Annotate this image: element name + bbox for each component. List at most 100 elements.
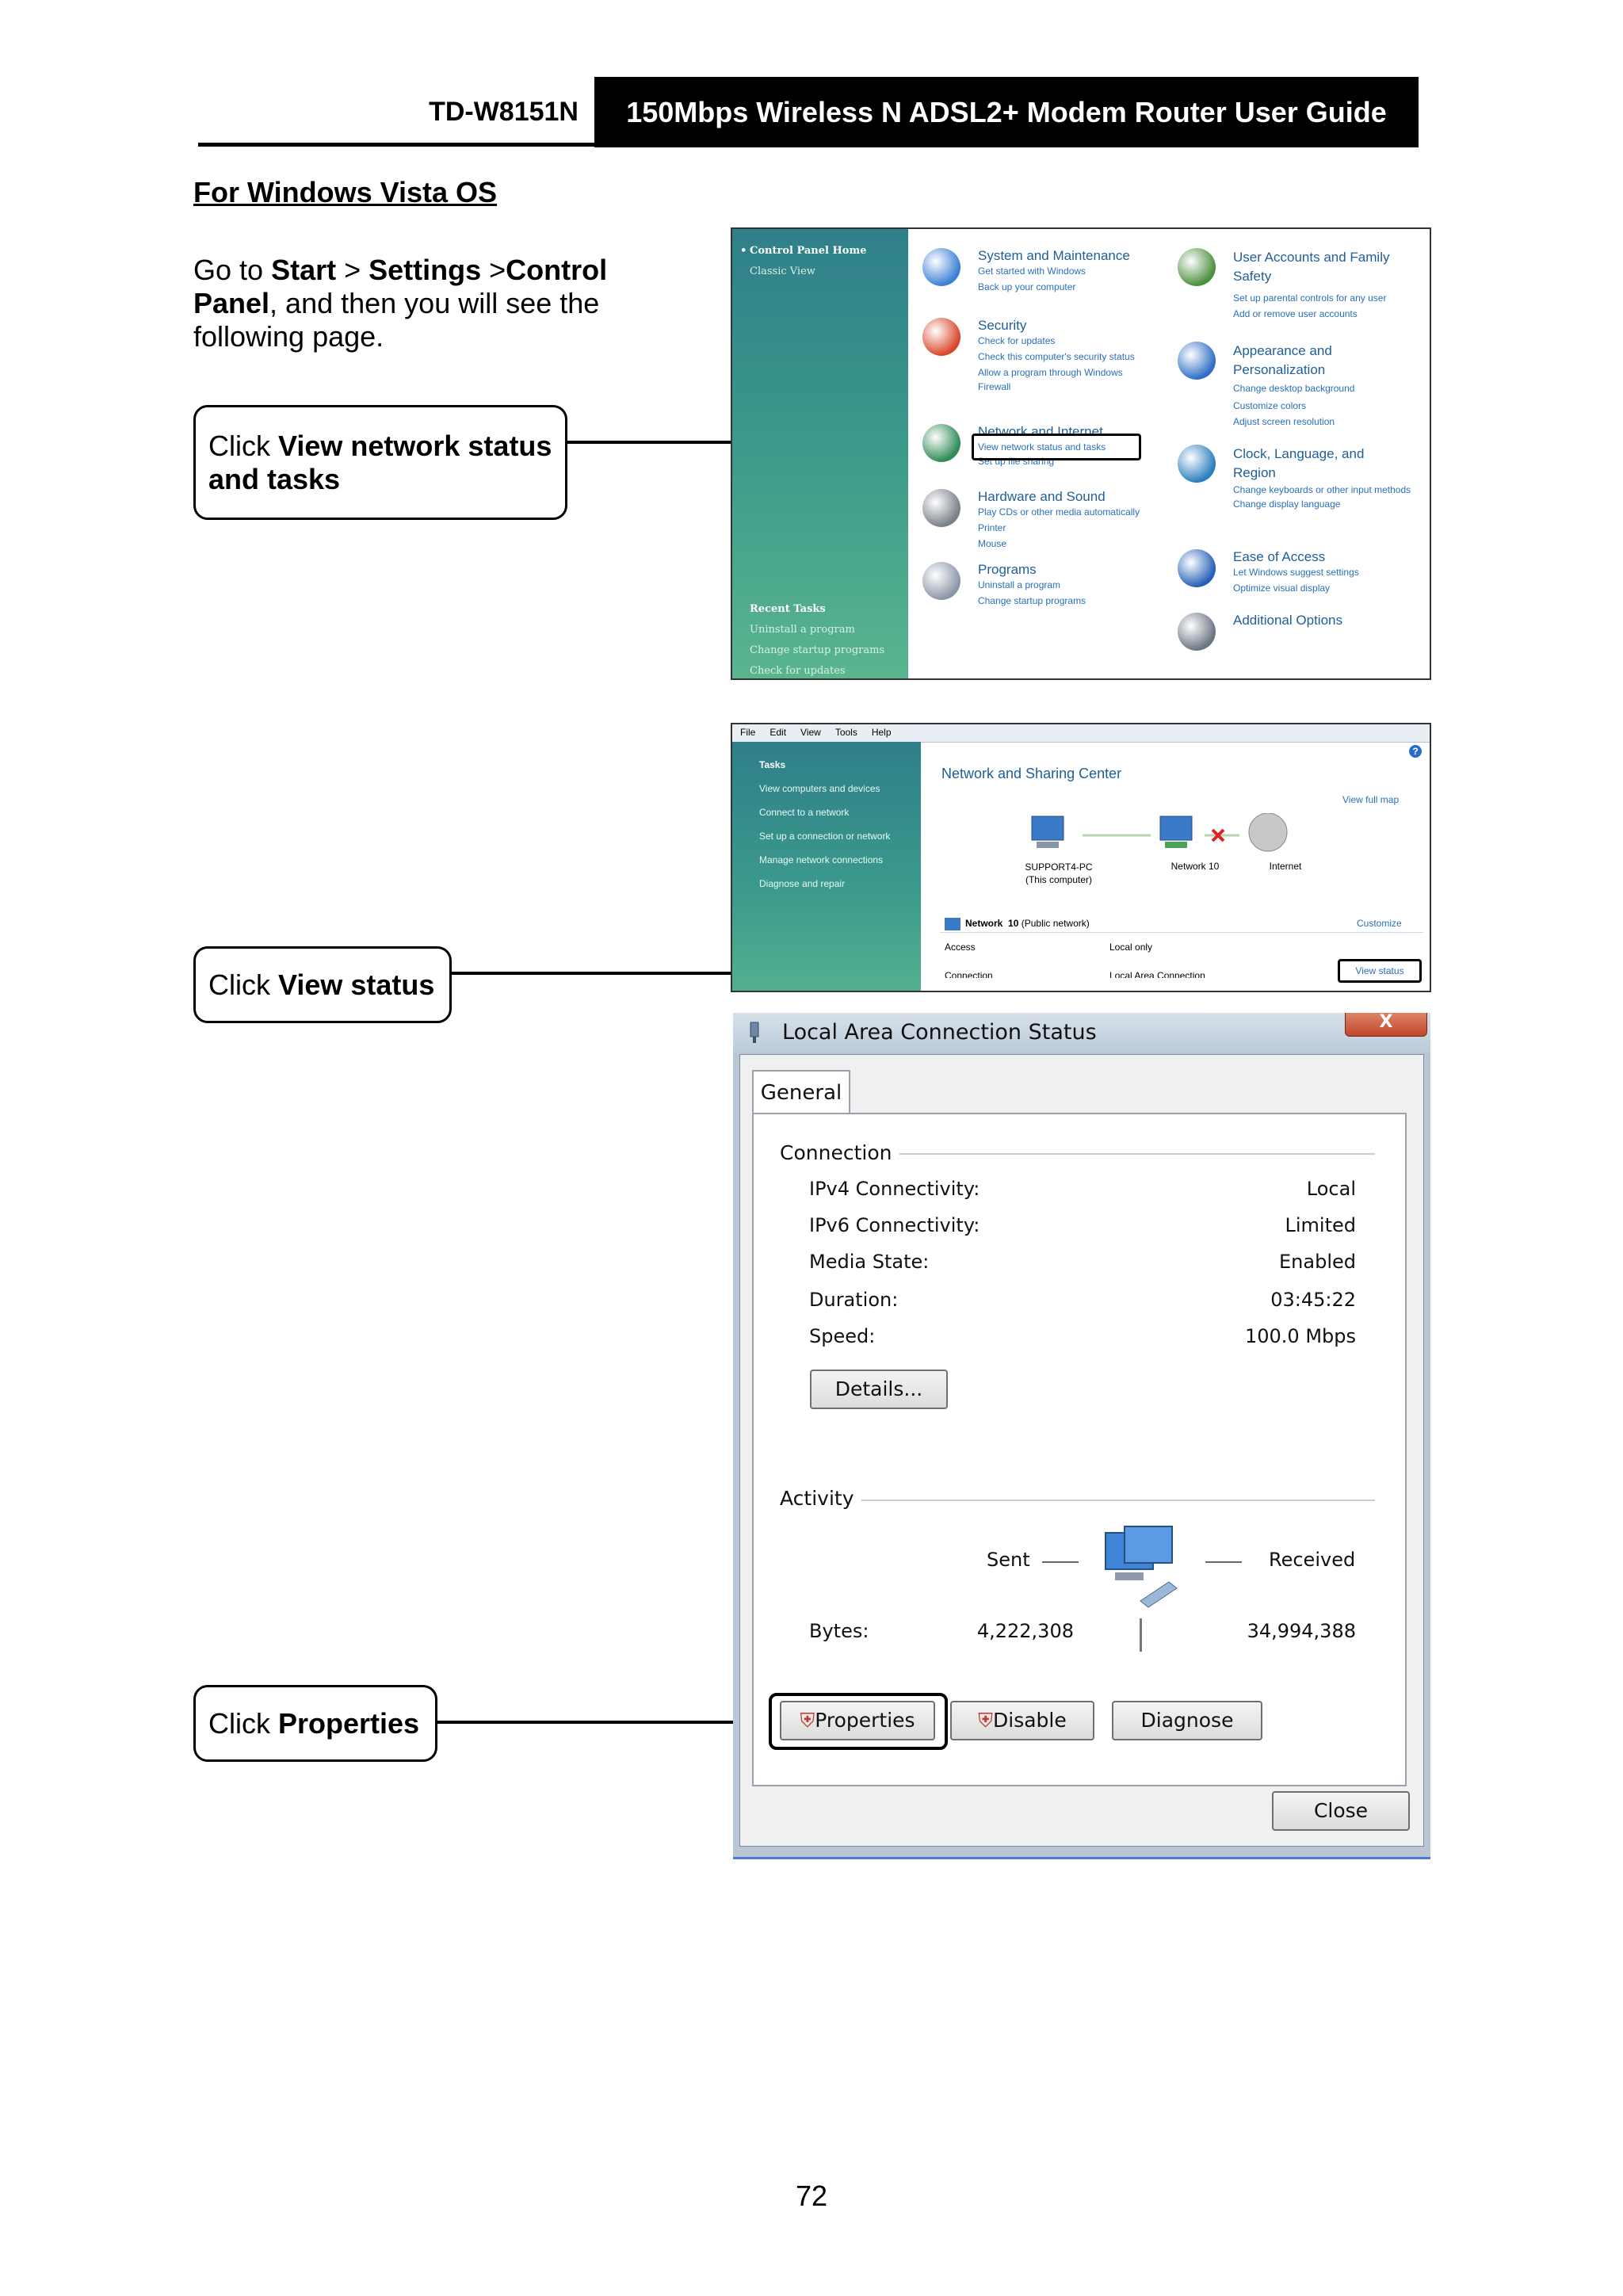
category-link[interactable]: Allow a program through Windows bbox=[978, 367, 1123, 378]
row-label: Duration: bbox=[809, 1289, 899, 1311]
properties-button[interactable]: ⛨Properties bbox=[780, 1701, 935, 1740]
task-item[interactable]: Connect to a network bbox=[759, 807, 850, 818]
category-title[interactable]: Hardware and Sound bbox=[978, 489, 1106, 504]
sidebar-recent-item[interactable]: Check for updates bbox=[750, 665, 846, 677]
model-name: TD-W8151N bbox=[429, 97, 579, 127]
category-link[interactable]: Change display language bbox=[1233, 499, 1341, 510]
help-icon[interactable]: ? bbox=[1409, 745, 1422, 758]
guide-title: 150Mbps Wireless N ADSL2+ Modem Router U… bbox=[594, 77, 1419, 147]
category-link[interactable]: Back up your computer bbox=[978, 281, 1076, 292]
programs-icon[interactable] bbox=[922, 562, 960, 600]
network-icon bbox=[1159, 816, 1193, 848]
category-title-line: Personalization bbox=[1233, 362, 1326, 377]
sidebar-bullet: • bbox=[740, 245, 747, 257]
category-link[interactable]: Check for updates bbox=[978, 335, 1056, 346]
category-title-line: Appearance and bbox=[1233, 343, 1332, 358]
clock-icon[interactable] bbox=[1178, 445, 1216, 483]
category-link[interactable]: Check this computer's security status bbox=[978, 351, 1135, 362]
details-button[interactable]: Details... bbox=[810, 1370, 948, 1409]
row-label: Speed: bbox=[809, 1325, 876, 1347]
row-label: IPv4 Connectivity: bbox=[809, 1178, 980, 1200]
appearance-icon[interactable] bbox=[1178, 342, 1216, 380]
category-link[interactable]: Adjust screen resolution bbox=[1233, 416, 1335, 427]
network-label: Network bbox=[965, 918, 1003, 929]
category-link[interactable]: Change startup programs bbox=[978, 595, 1086, 606]
category-title[interactable]: Additional Options bbox=[1233, 613, 1342, 628]
category-link[interactable]: Mouse bbox=[978, 538, 1007, 549]
sidebar-recent-item[interactable]: Uninstall a program bbox=[750, 624, 855, 636]
network-map bbox=[1031, 813, 1288, 852]
broken-link-icon bbox=[1211, 828, 1225, 842]
category-link[interactable]: Customize colors bbox=[1233, 400, 1307, 411]
ease-icon[interactable] bbox=[1178, 549, 1216, 587]
task-item[interactable]: View computers and devices bbox=[759, 783, 880, 794]
tab-general[interactable]: General bbox=[752, 1070, 850, 1114]
properties-label: Properties bbox=[815, 1709, 915, 1732]
menu-view[interactable]: View bbox=[800, 727, 821, 738]
category-link[interactable]: Optimize visual display bbox=[1233, 583, 1331, 594]
connection-value: Local Area Connection bbox=[1109, 970, 1205, 978]
computer-name: SUPPORT4-PC bbox=[1025, 861, 1093, 873]
intro-start: Start bbox=[271, 254, 337, 286]
printer-icon[interactable] bbox=[922, 489, 960, 527]
category-link[interactable]: Add or remove user accounts bbox=[1233, 308, 1358, 319]
close-window-button[interactable]: X bbox=[1345, 1013, 1427, 1037]
category-link[interactable]: Let Windows suggest settings bbox=[1233, 567, 1359, 578]
network-icon[interactable] bbox=[922, 424, 960, 462]
category-link[interactable]: Change keyboards or other input methods bbox=[1233, 484, 1411, 495]
menu-edit[interactable]: Edit bbox=[769, 727, 787, 738]
users-icon[interactable] bbox=[1178, 248, 1216, 286]
category-link[interactable]: Play CDs or other media automatically bbox=[978, 506, 1140, 518]
menu-tools[interactable]: Tools bbox=[834, 727, 857, 738]
customize-link[interactable]: Customize bbox=[1357, 918, 1402, 929]
network-map-label: Network 10 bbox=[1170, 861, 1220, 872]
category-link[interactable]: Uninstall a program bbox=[978, 579, 1061, 590]
category-title[interactable]: Security bbox=[978, 318, 1027, 333]
task-item[interactable]: Set up a connection or network bbox=[759, 831, 891, 842]
shield-icon[interactable] bbox=[922, 318, 960, 356]
category-link[interactable]: Printer bbox=[978, 522, 1006, 533]
category-link[interactable]: Set up parental controls for any user bbox=[1233, 292, 1387, 304]
diagnose-button[interactable]: Diagnose bbox=[1112, 1701, 1262, 1740]
control-panel-sidebar: • Control Panel Home Classic View Recent… bbox=[732, 229, 908, 678]
category-link[interactable]: Get started with Windows bbox=[978, 266, 1086, 277]
network-adapter-icon bbox=[750, 1022, 759, 1043]
sidebar-recent-item[interactable]: Change startup programs bbox=[750, 644, 885, 656]
menu-help[interactable]: Help bbox=[871, 727, 892, 738]
task-item[interactable]: Diagnose and repair bbox=[759, 878, 846, 889]
intro-settings: Settings bbox=[369, 254, 482, 286]
computer-sub: (This computer) bbox=[1025, 874, 1093, 885]
callout3-prefix: Click bbox=[208, 1706, 278, 1740]
row-label: Media State: bbox=[809, 1251, 930, 1273]
view-status-link[interactable]: View status bbox=[1338, 959, 1422, 983]
disable-button[interactable]: ⛨Disable bbox=[950, 1701, 1094, 1740]
view-full-map-link[interactable]: View full map bbox=[1342, 794, 1400, 805]
callout-view-network-status: Click View network status and tasks bbox=[193, 405, 567, 520]
task-item[interactable]: Manage network connections bbox=[759, 854, 884, 865]
status-dialog-screenshot: Local Area Connection Status X General C… bbox=[733, 1013, 1430, 1859]
header-rule bbox=[198, 143, 594, 147]
category-title[interactable]: Ease of Access bbox=[1233, 549, 1326, 564]
category-title[interactable]: Programs bbox=[978, 562, 1037, 577]
menu-file[interactable]: File bbox=[740, 727, 756, 738]
network-type: (Public network) bbox=[1021, 918, 1090, 929]
category-link[interactable]: Change desktop background bbox=[1233, 383, 1355, 394]
sidebar-classic-view-link[interactable]: Classic View bbox=[750, 266, 815, 277]
general-panel bbox=[752, 1113, 1407, 1786]
close-button[interactable]: Close bbox=[1272, 1791, 1410, 1831]
system-icon[interactable] bbox=[922, 248, 960, 286]
sidebar-home-link[interactable]: Control Panel Home bbox=[750, 245, 867, 257]
category-link[interactable]: View network status and tasks bbox=[978, 441, 1106, 453]
sidebar-recent-tasks-heading: Recent Tasks bbox=[750, 603, 826, 615]
connection-label: Connection bbox=[945, 970, 993, 978]
options-icon[interactable] bbox=[1178, 613, 1216, 651]
category-link[interactable]: Firewall bbox=[978, 381, 1011, 392]
divider bbox=[940, 932, 1423, 933]
disable-label: Disable bbox=[993, 1709, 1067, 1732]
category-title[interactable]: System and Maintenance bbox=[978, 248, 1130, 263]
network-small-icon bbox=[945, 918, 960, 930]
